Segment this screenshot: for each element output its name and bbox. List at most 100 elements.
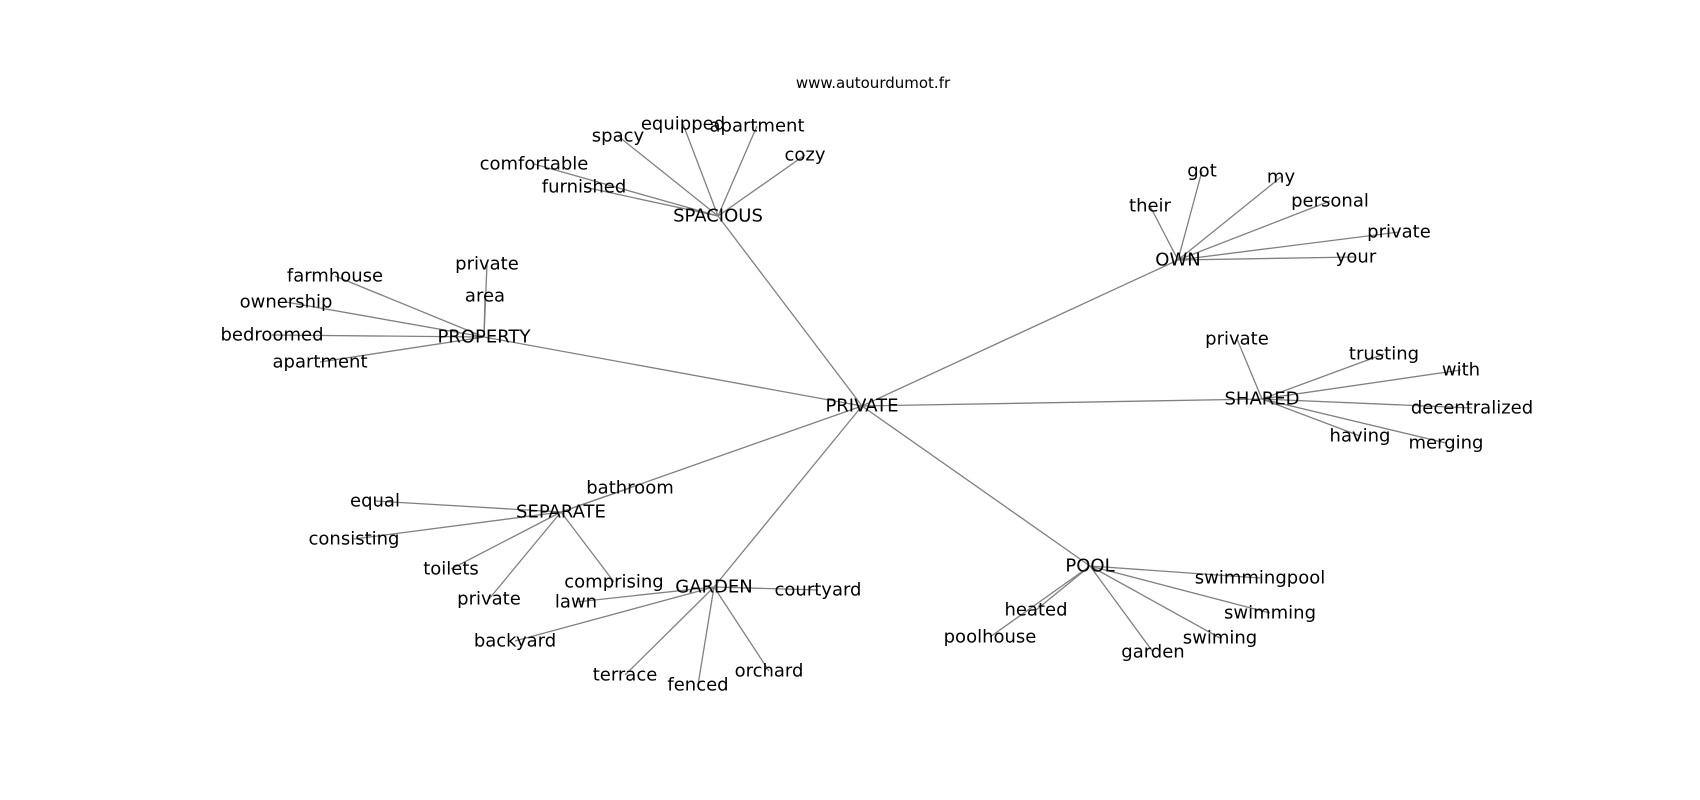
- edge-center-hub: [713, 405, 863, 588]
- leaf-word: furnished: [542, 177, 627, 198]
- edge-hub-word: [1177, 231, 1400, 261]
- leaf-word: decentralized: [1411, 398, 1533, 419]
- hub-word: SPACIOUS: [673, 206, 763, 227]
- edge-hub-word: [1035, 565, 1091, 611]
- edge-hub-word: [271, 334, 485, 338]
- edge-hub-word: [1177, 176, 1282, 261]
- leaf-word: poolhouse: [944, 627, 1037, 648]
- leaf-word: bathroom: [586, 478, 674, 499]
- edge-center-hub: [861, 259, 1179, 407]
- leaf-word: private: [1205, 329, 1269, 350]
- leaf-word: lawn: [555, 592, 597, 613]
- hub-word: SHARED: [1224, 389, 1299, 410]
- edge-hub-word: [1089, 565, 1221, 639]
- watermark-text: www.autourdumot.fr: [796, 74, 951, 92]
- leaf-word: equal: [350, 491, 400, 512]
- leaf-word: spacy: [592, 126, 645, 147]
- edge-hub-word: [285, 301, 485, 338]
- edge-center-hub: [861, 398, 1263, 407]
- leaf-word: heated: [1004, 600, 1067, 621]
- edge-hub-word: [560, 511, 615, 583]
- edge-hub-word: [1177, 256, 1357, 261]
- edge-hub-word: [1261, 353, 1385, 400]
- edge-hub-word: [1089, 565, 1261, 579]
- leaf-word: bedroomed: [221, 325, 324, 346]
- edge-hub-word: [1149, 205, 1179, 261]
- leaf-word: cozy: [784, 145, 825, 166]
- edge-hub-word: [1089, 565, 1271, 614]
- leaf-word: fenced: [667, 675, 728, 696]
- hub-word: PROPERTY: [438, 327, 532, 348]
- edge-hub-word: [1177, 200, 1331, 261]
- edge-hub-word: [1261, 369, 1462, 400]
- leaf-word: farmhouse: [287, 266, 383, 287]
- leaf-word: got: [1187, 161, 1217, 182]
- leaf-word: with: [1442, 360, 1480, 381]
- edge-hub-word: [514, 586, 715, 642]
- leaf-word: garden: [1121, 642, 1184, 663]
- hub-word: OWN: [1155, 250, 1200, 271]
- leaf-word: trusting: [1349, 344, 1419, 365]
- edge-center-hub: [861, 405, 1091, 567]
- edge-hub-word: [624, 586, 715, 676]
- graph-labels: www.autourdumot.fr PRIVATESPACIOUSspacye…: [221, 74, 1534, 696]
- leaf-word: having: [1330, 426, 1391, 447]
- edge-hub-word: [1089, 565, 1154, 653]
- edge-hub-word: [450, 511, 562, 570]
- leaf-word: private: [455, 254, 519, 275]
- hub-word: POOL: [1065, 556, 1114, 577]
- leaf-word: your: [1336, 247, 1377, 268]
- edge-hub-word: [1261, 398, 1473, 409]
- edge-hub-word: [1236, 338, 1263, 400]
- leaf-word: consisting: [309, 529, 400, 550]
- leaf-word: private: [1367, 222, 1431, 243]
- edge-hub-word: [374, 500, 562, 513]
- edge-hub-word: [583, 186, 719, 217]
- leaf-word: backyard: [474, 631, 556, 652]
- edge-hub-word: [1261, 398, 1361, 437]
- edge-hub-word: [1261, 398, 1447, 444]
- edge-hub-word: [697, 586, 715, 686]
- leaf-word: terrace: [593, 665, 658, 686]
- leaf-word: my: [1267, 167, 1296, 188]
- edge-hub-word: [989, 565, 1091, 638]
- leaf-word: swimming: [1224, 603, 1316, 624]
- edge-center-hub: [717, 215, 863, 407]
- leaf-word: swiming: [1183, 628, 1257, 649]
- hub-word: SEPARATE: [516, 502, 606, 523]
- leaf-word: their: [1129, 196, 1172, 217]
- leaf-word: private: [457, 589, 521, 610]
- edge-hub-word: [334, 275, 485, 338]
- edge-hub-word: [560, 487, 631, 513]
- edge-hub-word: [353, 511, 562, 540]
- hub-word: GARDEN: [675, 577, 752, 598]
- leaf-word: orchard: [735, 661, 804, 682]
- leaf-word: apartment: [709, 116, 804, 137]
- edge-hub-word: [717, 125, 758, 217]
- leaf-word: equipped: [641, 114, 725, 135]
- edge-hub-word: [717, 154, 806, 217]
- leaf-word: comfortable: [480, 154, 589, 175]
- edge-hub-word: [1177, 170, 1203, 261]
- leaf-word: courtyard: [775, 580, 862, 601]
- edge-hub-word: [617, 135, 719, 217]
- leaf-word: swimmingpool: [1195, 568, 1325, 589]
- edge-hub-word: [682, 123, 719, 217]
- edge-hub-word: [488, 511, 562, 600]
- leaf-word: apartment: [272, 352, 367, 373]
- leaf-word: personal: [1291, 191, 1369, 212]
- edge-hub-word: [533, 163, 719, 217]
- leaf-word: ownership: [240, 292, 333, 313]
- edge-hub-word: [319, 336, 485, 363]
- leaf-word: toilets: [423, 559, 479, 580]
- graph-edges: [271, 123, 1473, 686]
- edge-hub-word: [713, 586, 819, 591]
- leaf-word: area: [465, 286, 505, 307]
- edge-hub-word: [483, 295, 486, 338]
- edge-center-hub: [483, 336, 863, 407]
- edge-hub-word: [575, 586, 715, 603]
- edge-hub-word: [713, 586, 770, 672]
- center-word: PRIVATE: [825, 396, 898, 417]
- leaf-word: comprising: [564, 572, 663, 593]
